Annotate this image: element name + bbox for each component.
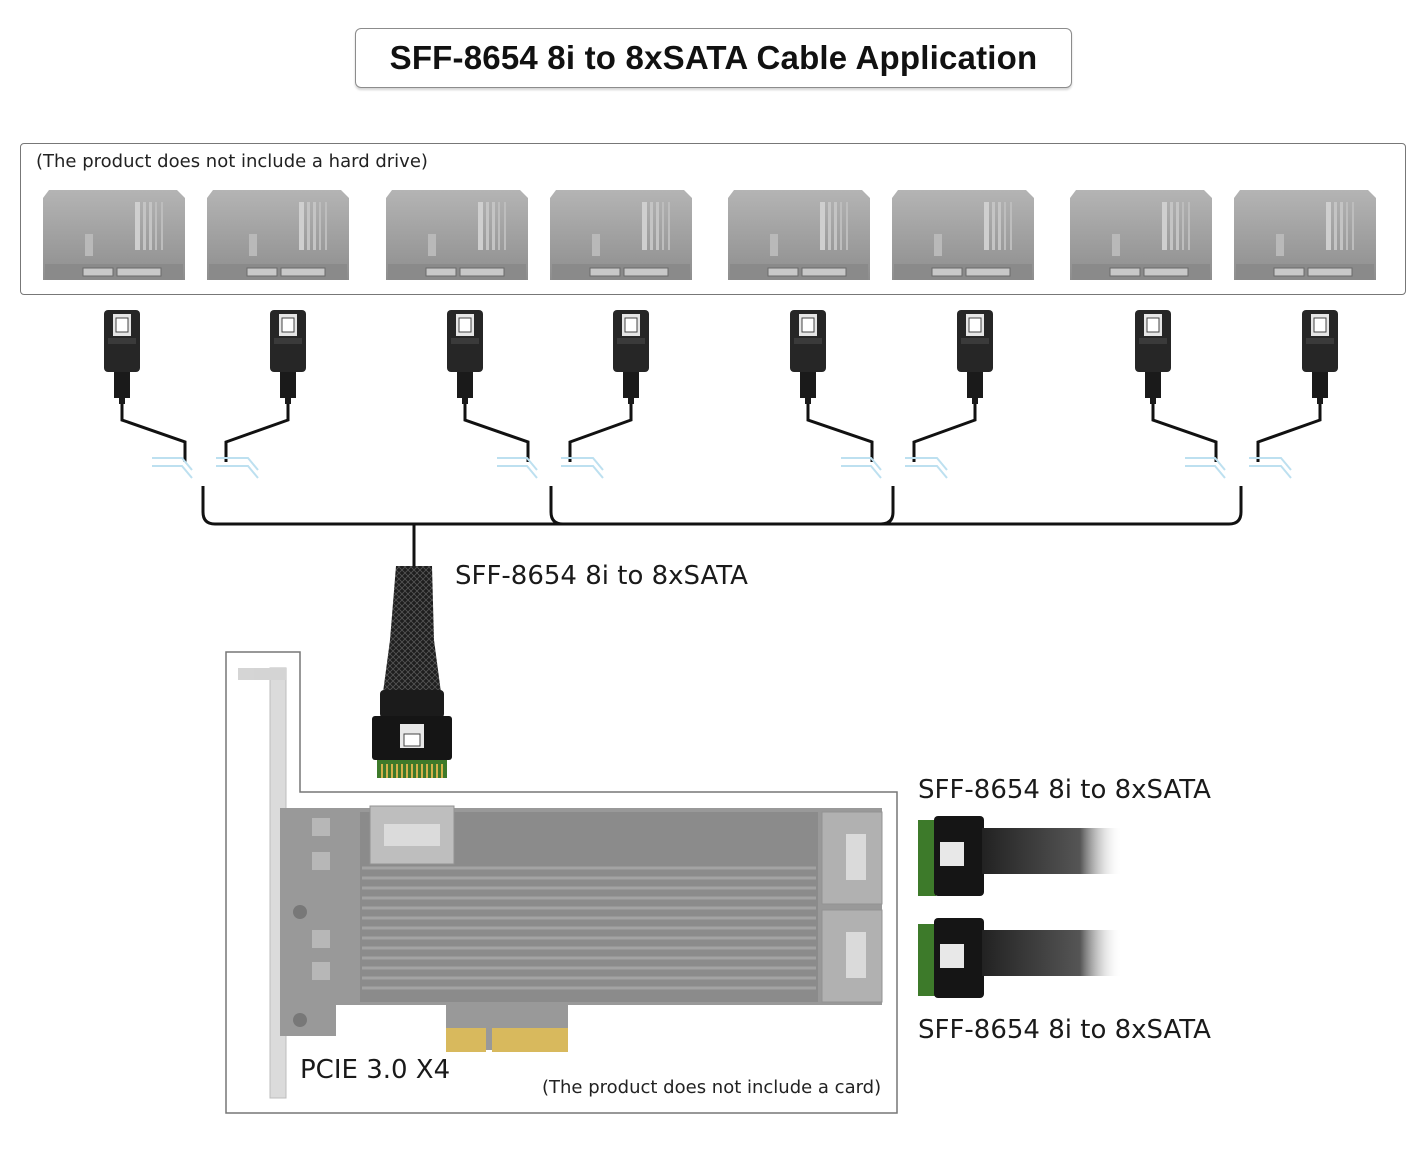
card-note: (The product does not include a card) (542, 1077, 882, 1098)
right-cable-label-top: SFF-8654 8i to 8xSATA (918, 775, 1211, 805)
sata-connector-8 (1301, 309, 1339, 405)
sata-connector-3 (446, 309, 484, 405)
sata-connector-4 (612, 309, 650, 405)
hard-drive-note: (The product does not include a hard dri… (36, 151, 428, 172)
ssd-drive-1 (42, 189, 186, 281)
sata-connector-6 (956, 309, 994, 405)
sata-connector-5 (789, 309, 827, 405)
hard-drive-group (20, 143, 1406, 295)
title-box: SFF-8654 8i to 8xSATA Cable Application (355, 28, 1072, 88)
ssd-drive-5 (727, 189, 871, 281)
sata-connector-1 (103, 309, 141, 405)
ssd-drive-2 (206, 189, 350, 281)
sata-connector-7 (1134, 309, 1172, 405)
ssd-drive-8 (1233, 189, 1377, 281)
sff-8654-spare-cable-top (918, 816, 1122, 896)
pcie-card (238, 667, 883, 1099)
sata-cable-wires (120, 404, 1322, 566)
pcie-card-label: PCIE 3.0 X4 (300, 1055, 451, 1085)
sata-connectors (103, 309, 1339, 405)
ssd-drive-6 (891, 189, 1035, 281)
ssd-drive-3 (385, 189, 529, 281)
sata-connector-2 (269, 309, 307, 405)
cable-break-marks (151, 457, 1292, 479)
card-frame (225, 651, 898, 1114)
sff-8654-main-cable (372, 566, 452, 778)
diagram-title: SFF-8654 8i to 8xSATA Cable Application (389, 39, 1038, 76)
ssd-drive-7 (1069, 189, 1213, 281)
sff-8654-spare-cable-bottom (918, 918, 1122, 998)
ssd-drive-4 (549, 189, 693, 281)
ssd-drives (42, 189, 1377, 281)
main-cable-label: SFF-8654 8i to 8xSATA (455, 561, 748, 591)
right-cable-label-bottom: SFF-8654 8i to 8xSATA (918, 1015, 1211, 1045)
